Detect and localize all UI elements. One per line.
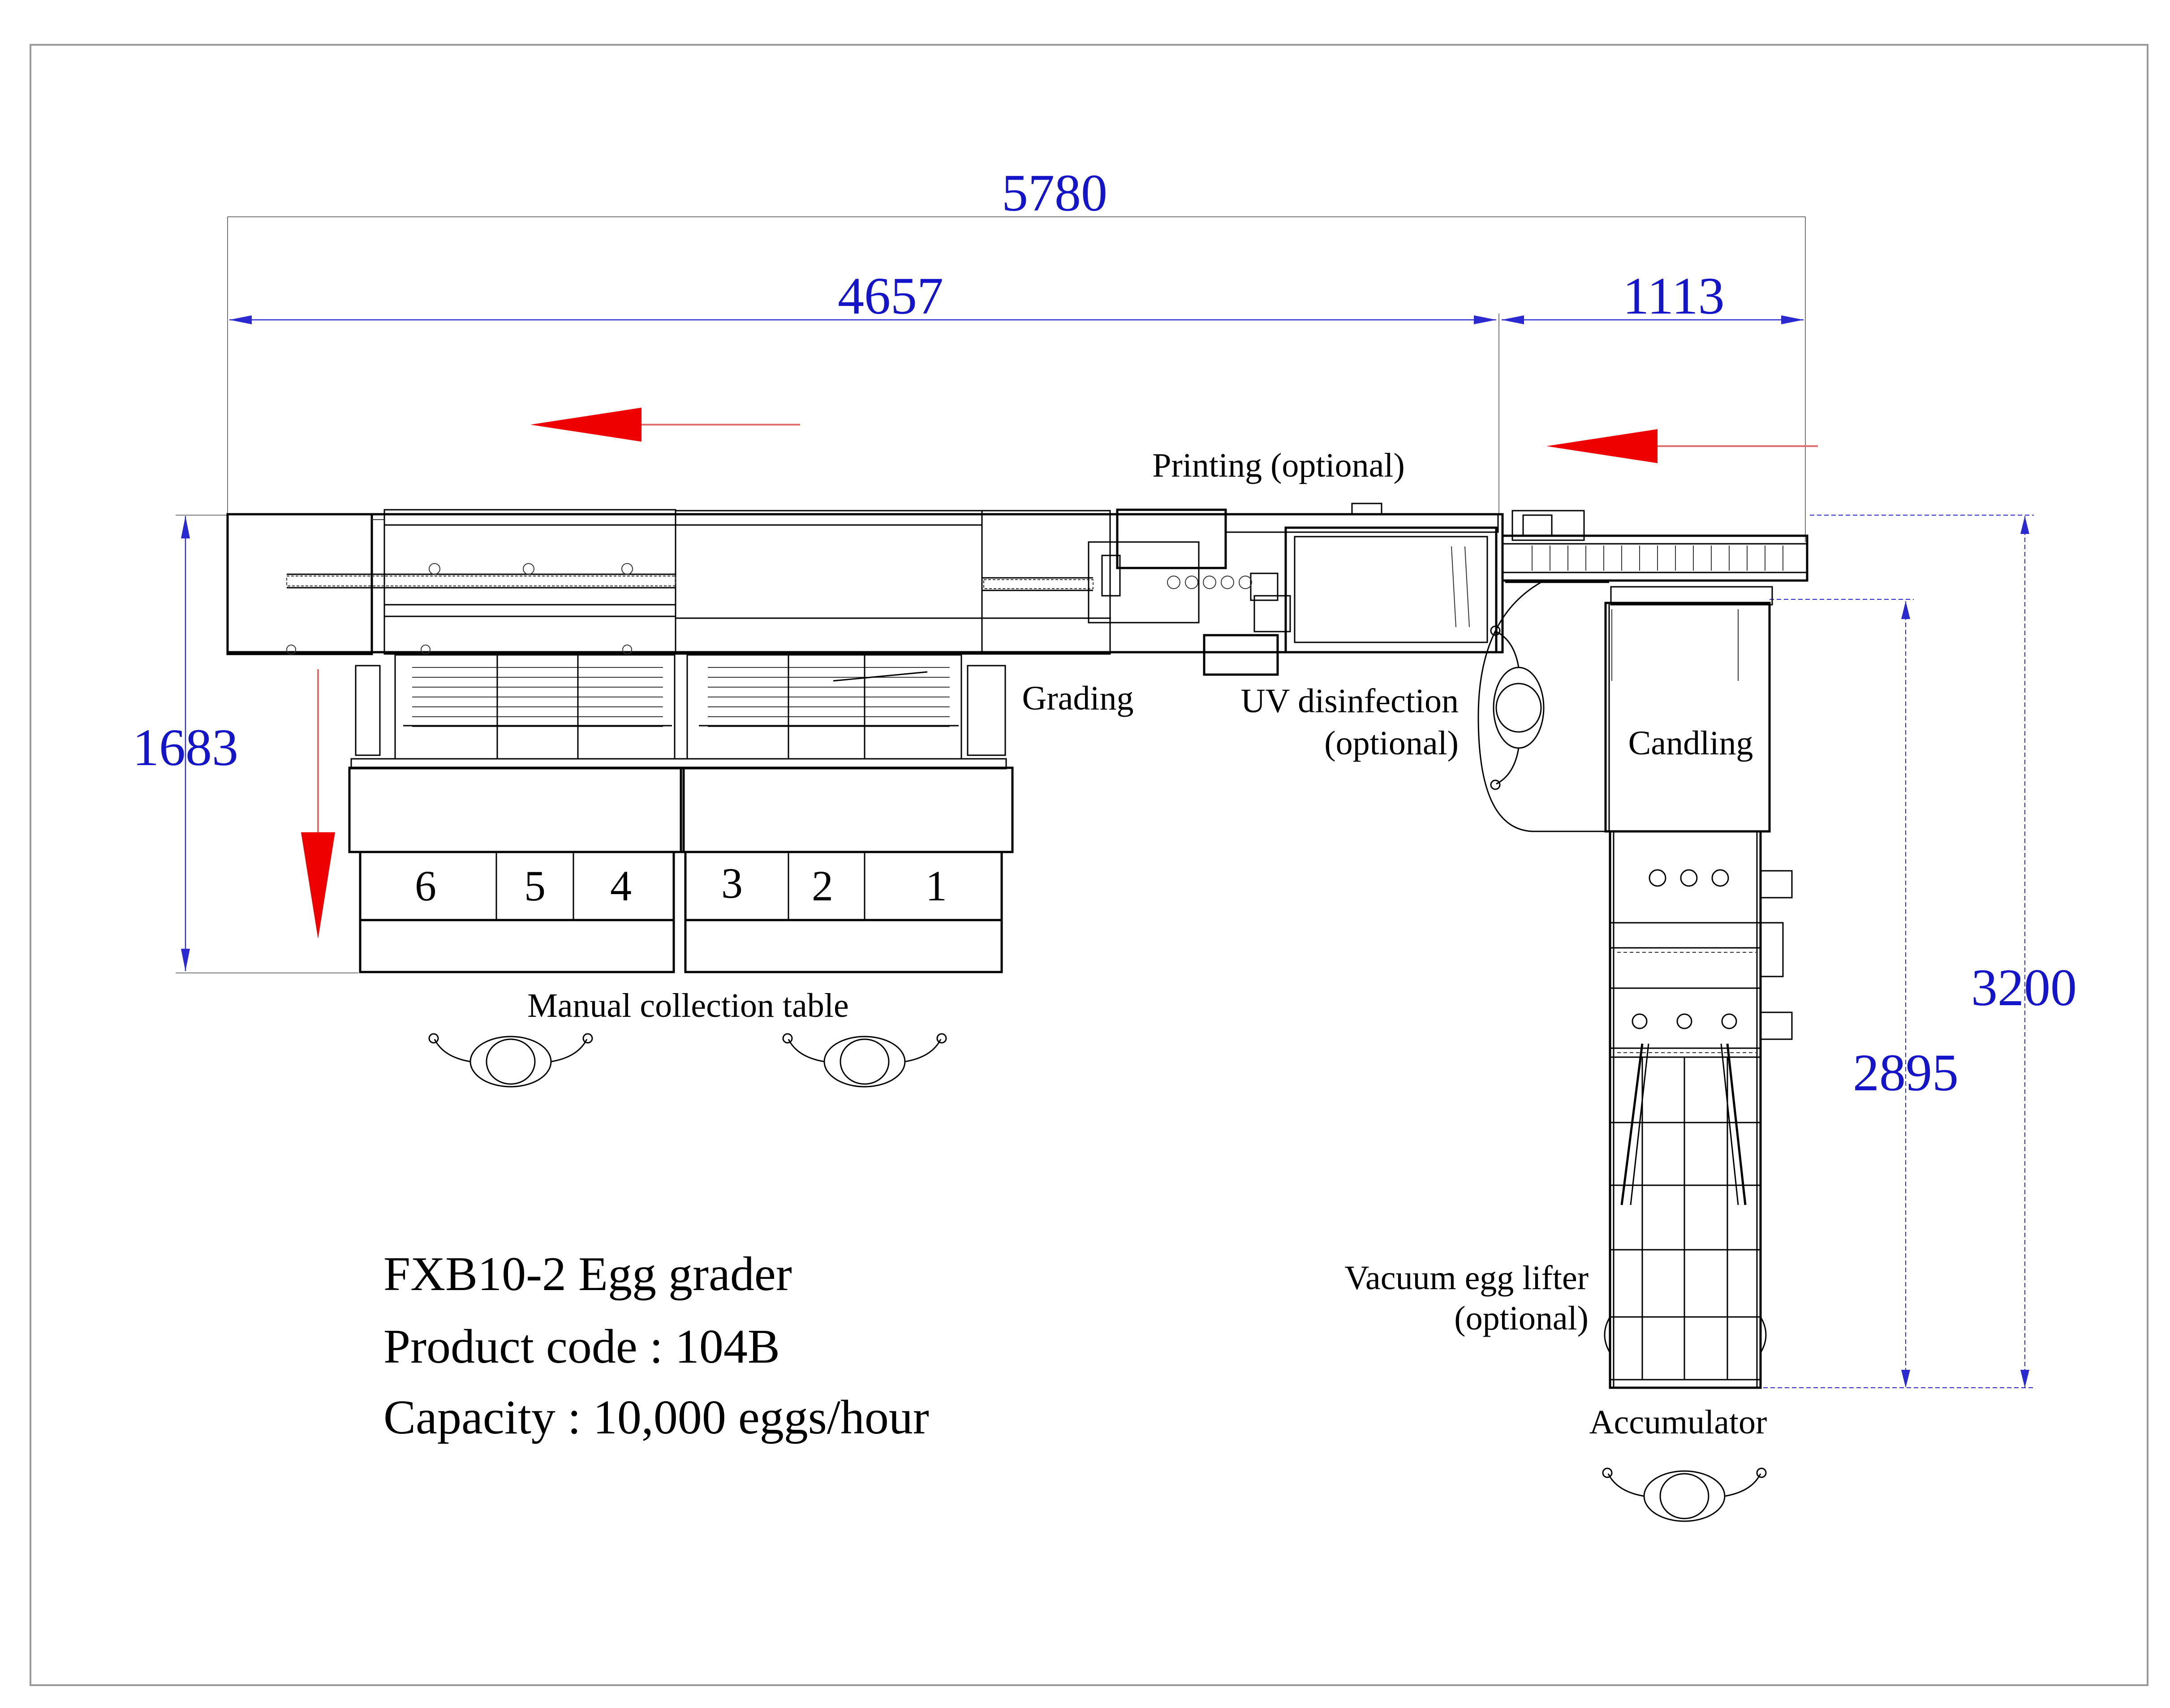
drawing-frame bbox=[30, 44, 2148, 1686]
flow-arrows bbox=[301, 408, 1818, 939]
candling-unit bbox=[1477, 581, 1773, 833]
operator-icon bbox=[1490, 625, 1545, 790]
operator-icon bbox=[782, 1033, 947, 1088]
label-vacuum-lifter: Vacuum egg lifter bbox=[1345, 1259, 1589, 1297]
product-model: FXB10-2 Egg grader bbox=[383, 1248, 792, 1301]
dimension-values: 5780 4657 1113 1683 3200 2895 bbox=[133, 163, 2077, 1102]
dim-total-depth: 3200 bbox=[1971, 958, 2077, 1017]
grading-slats-right bbox=[699, 667, 959, 727]
flow-arrow-down bbox=[301, 669, 335, 939]
dimension-lines bbox=[176, 216, 2034, 1388]
lane-1: 1 bbox=[926, 862, 947, 910]
label-accumulator: Accumulator bbox=[1589, 1403, 1767, 1441]
label-grading: Grading bbox=[1022, 680, 1133, 717]
lane-2: 2 bbox=[812, 862, 833, 910]
product-info: FXB10-2 Egg grader Product code : 104B C… bbox=[383, 1248, 929, 1444]
label-candling: Candling bbox=[1628, 724, 1753, 762]
grading-section bbox=[350, 654, 1007, 770]
label-manual-collection: Manual collection table bbox=[527, 987, 849, 1024]
operator-symbols bbox=[428, 625, 1767, 1522]
lane-3: 3 bbox=[721, 859, 743, 907]
collection-tables bbox=[348, 766, 1014, 973]
product-code: Product code : 104B bbox=[383, 1320, 780, 1373]
label-vacuum-optional: (optional) bbox=[1454, 1299, 1589, 1337]
operator-icon bbox=[1602, 1467, 1767, 1522]
lane-4: 4 bbox=[610, 862, 632, 910]
lane-6: 6 bbox=[415, 862, 436, 910]
grader-conveyor bbox=[226, 509, 1504, 655]
grading-slats-left bbox=[403, 667, 672, 727]
printing-uv-modules bbox=[1088, 503, 1499, 676]
component-labels: Printing (optional) Grading UV disinfect… bbox=[527, 447, 1767, 1441]
product-capacity: Capacity : 10,000 eggs/hour bbox=[383, 1391, 929, 1444]
accumulator-frame bbox=[1604, 830, 1793, 1389]
dim-infeed-length: 1113 bbox=[1623, 267, 1724, 325]
label-uv-optional: (optional) bbox=[1324, 724, 1459, 762]
dim-accumulator-depth: 2895 bbox=[1853, 1043, 1959, 1102]
dim-grader-length: 4657 bbox=[838, 267, 943, 325]
dim-total-length: 5780 bbox=[1002, 163, 1107, 222]
flow-arrow-infeed bbox=[1546, 429, 1818, 463]
label-printing: Printing (optional) bbox=[1152, 447, 1405, 484]
label-uv-disinfection: UV disinfection bbox=[1241, 682, 1459, 720]
dim-grader-width: 1683 bbox=[133, 718, 238, 777]
lane-5: 5 bbox=[524, 862, 546, 910]
infeed-rollers bbox=[1532, 546, 1783, 571]
flow-arrow-grader bbox=[530, 408, 800, 442]
operator-icon bbox=[428, 1033, 593, 1088]
lane-numbers: 6 5 4 3 2 1 bbox=[415, 859, 947, 910]
infeed-conveyor bbox=[1501, 510, 1808, 582]
